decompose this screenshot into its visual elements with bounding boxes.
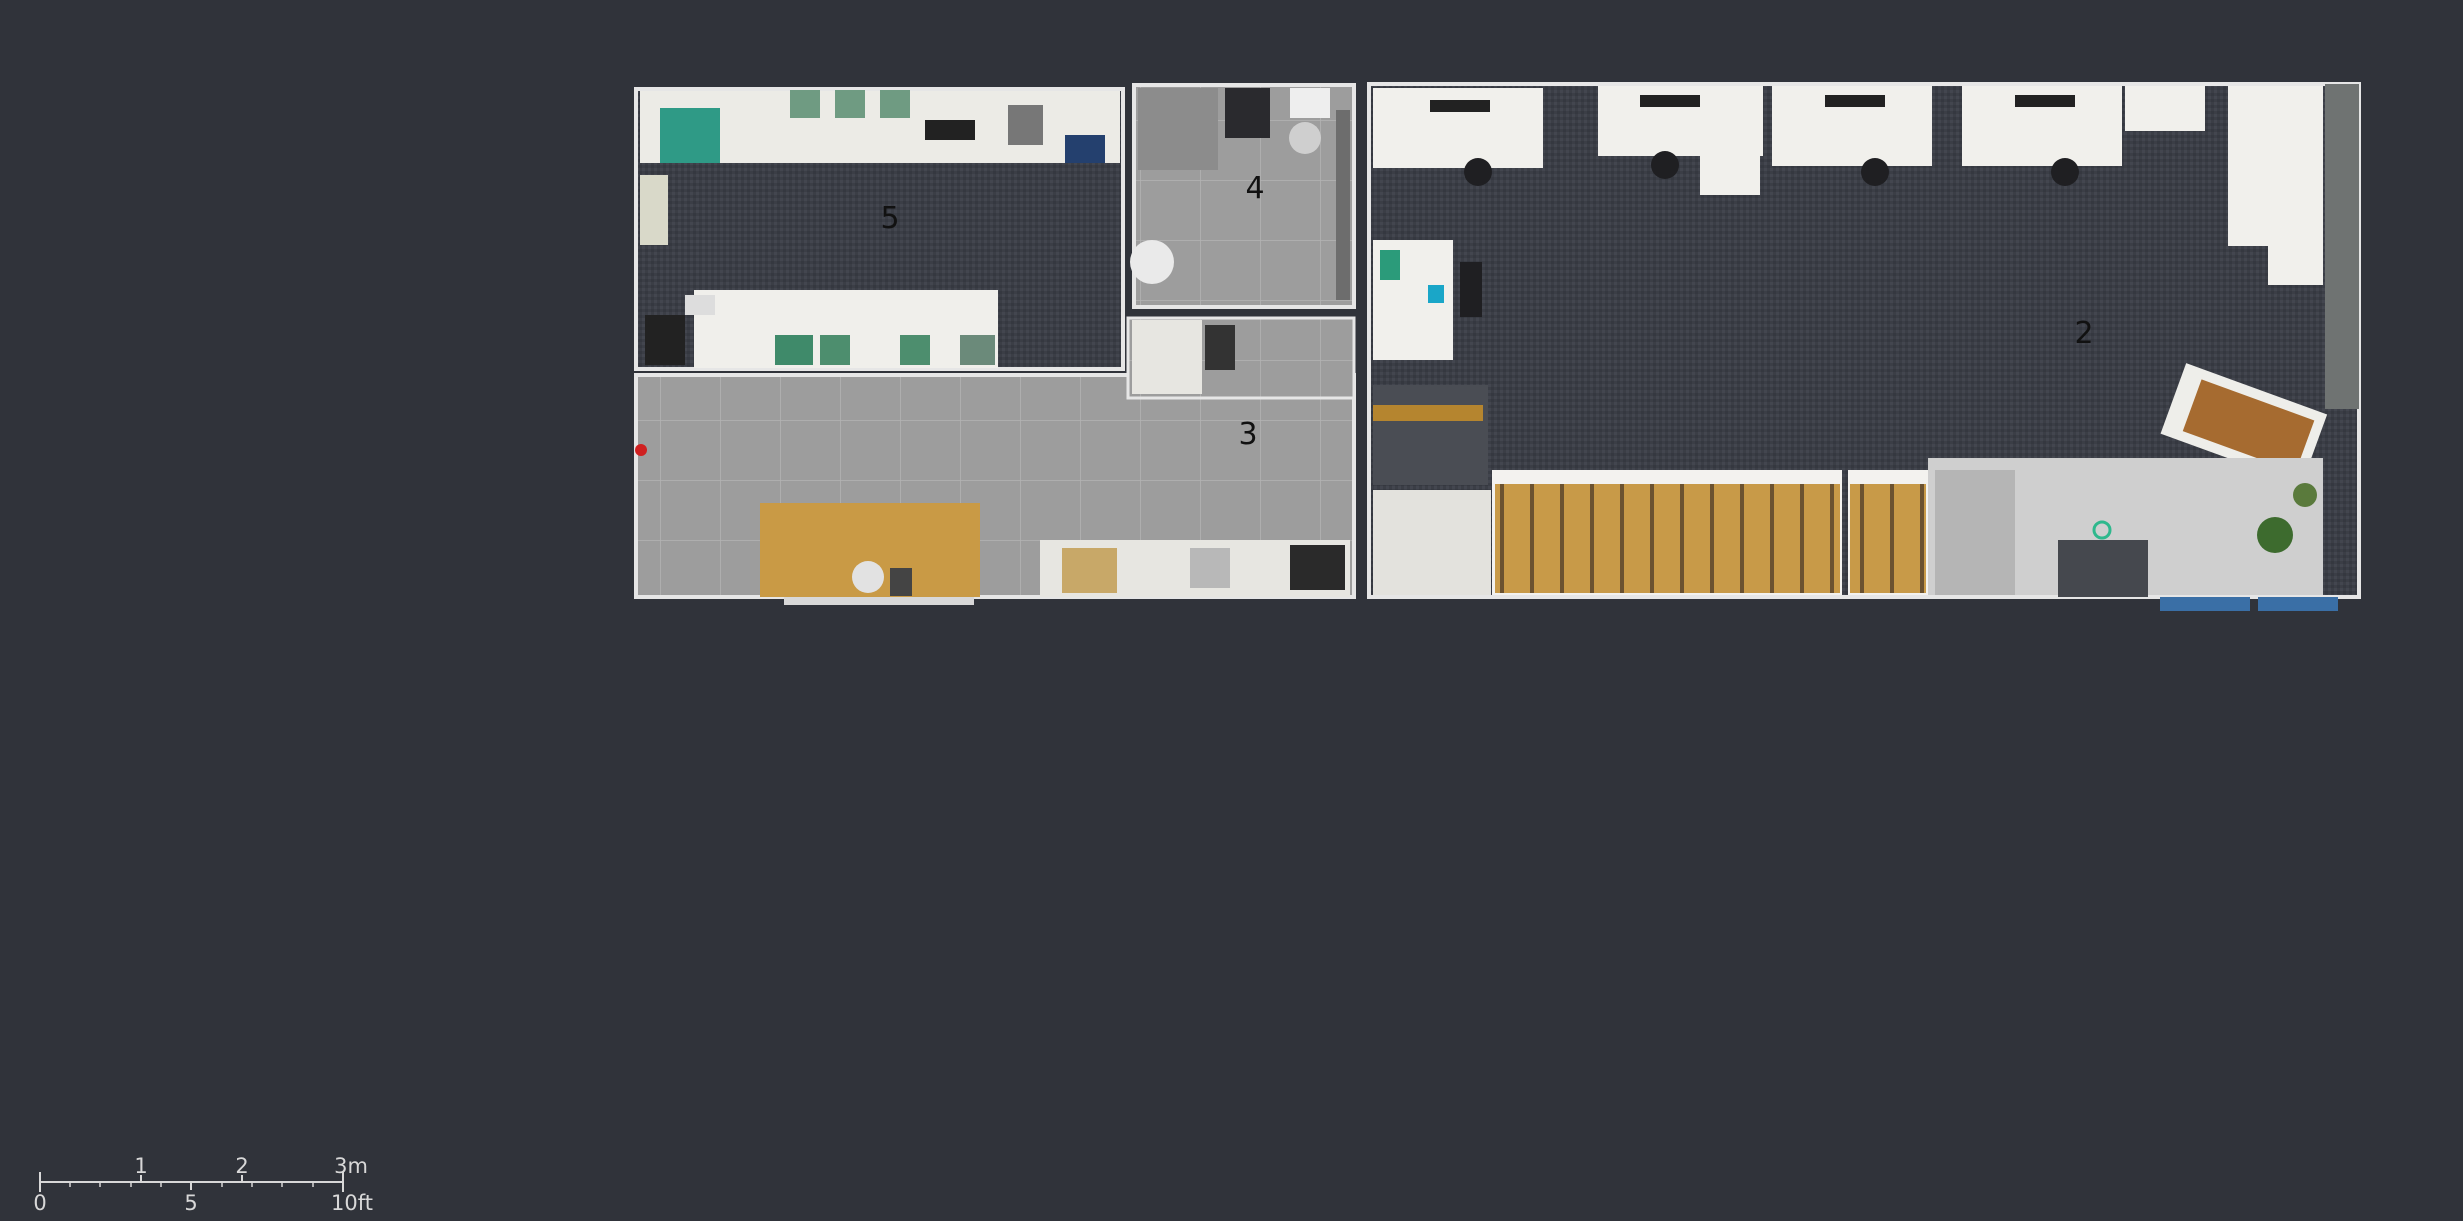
chair xyxy=(1464,158,1492,186)
desk-equipment xyxy=(660,108,720,163)
door xyxy=(2160,597,2250,611)
shelf xyxy=(640,175,668,245)
door xyxy=(1336,110,1350,300)
object xyxy=(890,568,912,596)
chair xyxy=(2051,158,2079,186)
entrance-mat xyxy=(2058,540,2148,597)
fire-extinguisher-icon xyxy=(635,444,647,456)
room-5[interactable]: 5 xyxy=(634,87,1125,371)
printer xyxy=(645,315,685,365)
scale-label-metric: 1 xyxy=(134,1154,147,1178)
floor-mat xyxy=(1935,470,2015,595)
room-2[interactable]: 2 xyxy=(1367,82,2361,611)
workstation xyxy=(2125,86,2205,131)
scale-label-imperial: 0 xyxy=(33,1191,46,1215)
desk-equipment xyxy=(880,90,910,118)
workstation xyxy=(2268,240,2323,285)
chair xyxy=(1861,158,1889,186)
scale-label-metric: 2 xyxy=(235,1154,248,1178)
scale-label-imperial: 10ft xyxy=(331,1191,373,1215)
chair xyxy=(1651,151,1679,179)
workstation xyxy=(1373,490,1491,595)
stove xyxy=(1062,548,1117,593)
monitor xyxy=(1640,95,1700,107)
binder xyxy=(960,335,995,365)
chair xyxy=(1225,88,1270,138)
doorway xyxy=(784,597,974,605)
room-label-4[interactable]: 4 xyxy=(1245,171,1264,206)
plate xyxy=(852,561,884,593)
binder xyxy=(820,335,850,365)
workstation xyxy=(2228,86,2323,246)
desk-equipment xyxy=(835,90,865,118)
appliance xyxy=(1205,325,1235,370)
reception-desk xyxy=(2160,363,2328,485)
room-label-3[interactable]: 3 xyxy=(1238,417,1257,452)
sink xyxy=(1190,548,1230,588)
window-wall xyxy=(2325,84,2359,409)
fan xyxy=(1130,240,1174,284)
monitor xyxy=(1430,100,1490,112)
scale-label-imperial: 5 xyxy=(184,1191,197,1215)
binder xyxy=(900,335,930,365)
room-3[interactable]: 3 xyxy=(634,316,1356,605)
plant-icon xyxy=(2092,520,2112,540)
plant xyxy=(2293,483,2317,507)
alcove xyxy=(1373,385,1488,485)
appliance xyxy=(1290,545,1345,590)
chair xyxy=(1460,262,1482,317)
plant xyxy=(2257,517,2293,553)
monitor xyxy=(1825,95,1885,107)
cabinet xyxy=(1138,88,1218,170)
workstation xyxy=(1700,120,1760,195)
printer xyxy=(1008,105,1043,145)
room-label-5[interactable]: 5 xyxy=(880,201,899,236)
chair xyxy=(685,295,715,315)
room-4[interactable]: 4 xyxy=(1130,83,1356,309)
room-label-2[interactable]: 2 xyxy=(2074,316,2093,351)
sink xyxy=(1132,320,1202,394)
binder xyxy=(1380,250,1400,280)
desk-equipment xyxy=(790,90,820,118)
scale-label-metric: 3m xyxy=(334,1154,368,1178)
binder xyxy=(775,335,813,365)
trash-bin xyxy=(1289,122,1321,154)
monitor xyxy=(2015,95,2075,107)
shelf xyxy=(1373,405,1483,421)
wooden-bench xyxy=(1495,484,1840,593)
shelf xyxy=(1290,88,1330,118)
monitor xyxy=(1428,285,1444,303)
printer xyxy=(925,120,975,140)
box xyxy=(1065,135,1105,163)
scale-bar: 1 2 3m 0 5 10ft xyxy=(33,1154,373,1215)
door xyxy=(2258,597,2338,611)
wooden-bench xyxy=(1850,484,1926,593)
